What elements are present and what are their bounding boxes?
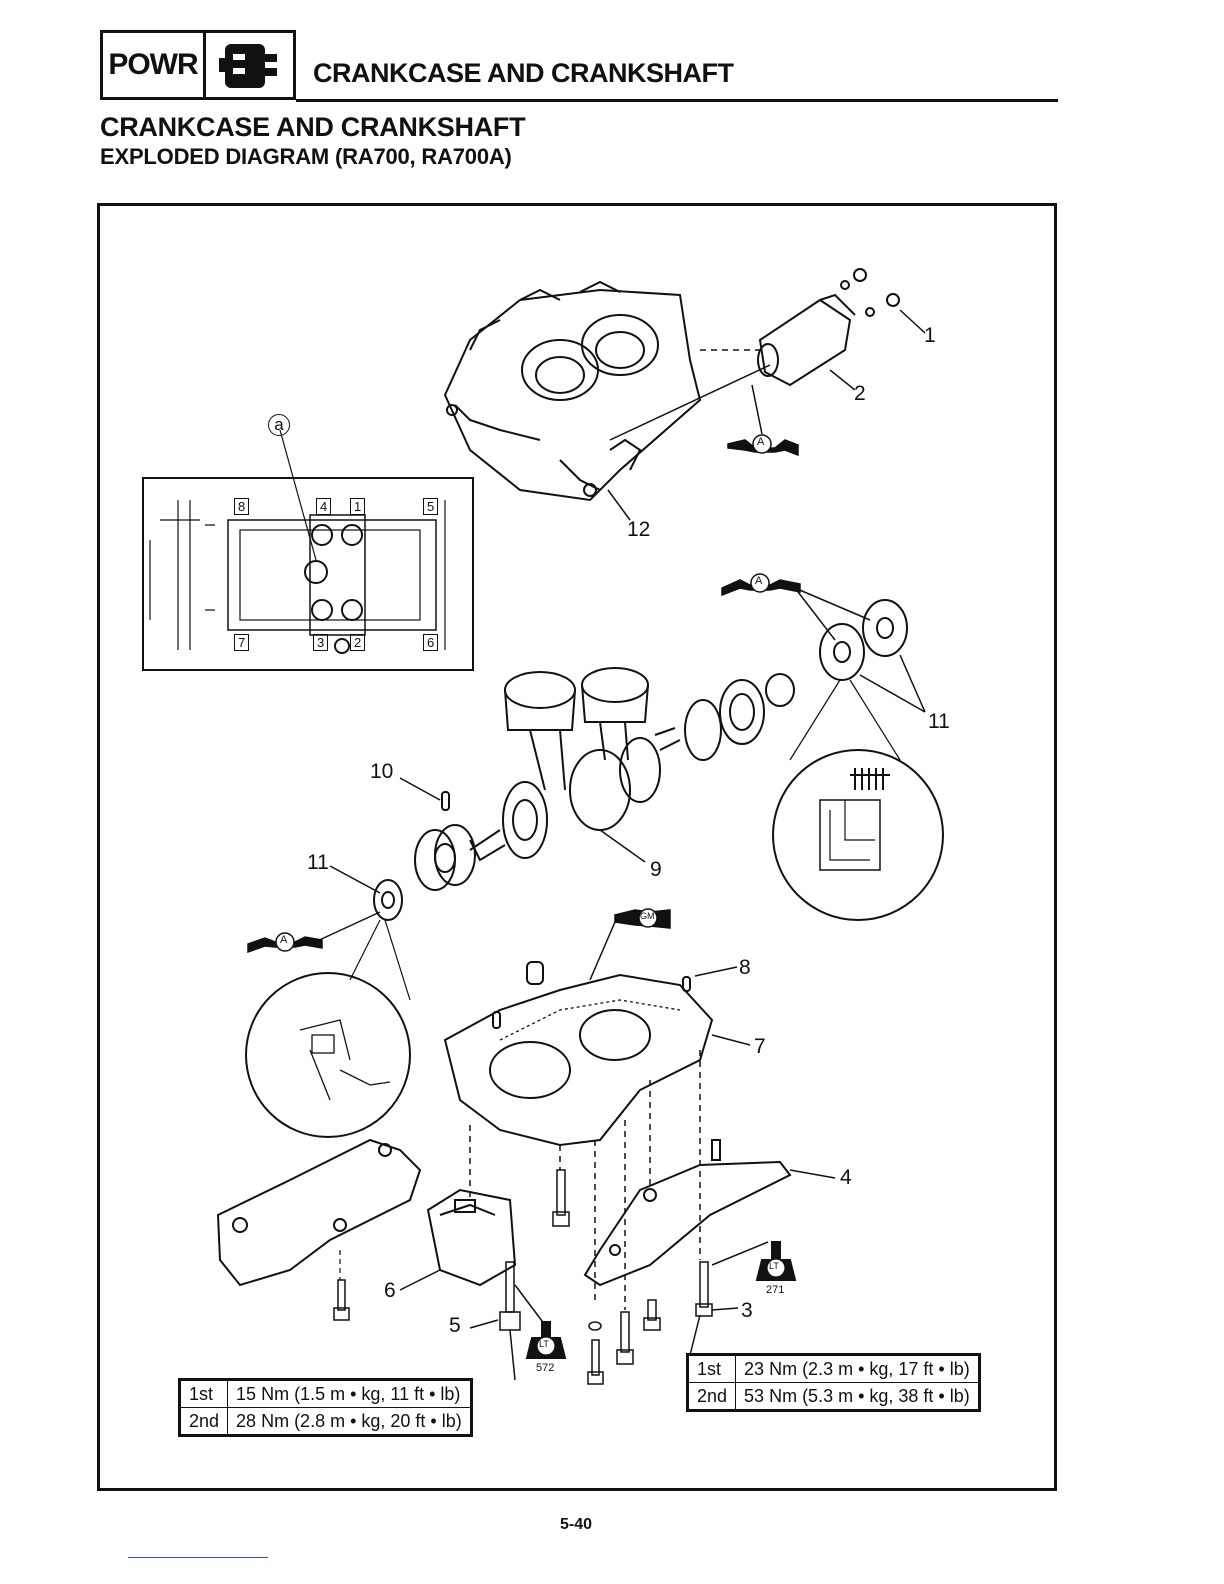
engine-mount-left-drawing xyxy=(216,1138,422,1287)
locktite-code: 572 xyxy=(536,1362,555,1374)
locktite-code: 271 xyxy=(766,1284,785,1296)
torque-table-right: 1st 23 Nm (2.3 m • kg, 17 ft • lb) 2nd 5… xyxy=(686,1353,981,1412)
callout-4: 4 xyxy=(840,1166,852,1189)
table-row: 1st 15 Nm (1.5 m • kg, 11 ft • lb) xyxy=(178,1379,472,1408)
callout-7: 7 xyxy=(754,1035,766,1058)
section-badge: POWR xyxy=(100,30,296,100)
callout-8: 8 xyxy=(739,956,751,979)
callout-11-right: 11 xyxy=(928,710,950,733)
header-divider xyxy=(296,99,1058,102)
grease-gm-icon xyxy=(589,908,671,981)
header-title: CRANKCASE AND CRANKSHAFT xyxy=(313,58,734,88)
exploded-diagram-frame xyxy=(97,203,1057,1491)
torque-step: 2nd xyxy=(686,1382,737,1411)
section-title: CRANKCASE AND CRANKSHAFT xyxy=(100,112,526,142)
callout-9: 9 xyxy=(650,858,662,881)
torque-step: 1st xyxy=(178,1379,229,1408)
callout-11-left: 11 xyxy=(307,851,329,874)
lower-crankcase-drawing xyxy=(443,961,751,1147)
inset-bolt-number: 3 xyxy=(313,634,329,651)
crankshaft-drawing xyxy=(469,667,681,863)
inset-bolt-number: 4 xyxy=(316,498,332,515)
table-row: 1st 23 Nm (2.3 m • kg, 17 ft • lb) xyxy=(686,1354,980,1383)
engine-mount-6-drawing xyxy=(399,1188,517,1291)
callout-6: 6 xyxy=(384,1279,396,1302)
badge-label: POWR xyxy=(103,33,206,97)
footer-link-underline[interactable] xyxy=(128,1557,268,1558)
inset-bolt-number: 2 xyxy=(350,634,366,651)
grease-label: A xyxy=(757,436,765,448)
locktite-symbol: LT xyxy=(539,1339,549,1349)
torque-value: 23 Nm (2.3 m • kg, 17 ft • lb) xyxy=(735,1354,980,1383)
grease-label: A xyxy=(280,934,288,946)
left-bearings-drawing xyxy=(329,824,476,921)
table-row: 2nd 28 Nm (2.8 m • kg, 20 ft • lb) xyxy=(178,1407,472,1436)
page-number: 5-40 xyxy=(560,1516,593,1533)
seal-detail-circle-left xyxy=(245,919,411,1138)
callout-10: 10 xyxy=(370,760,394,783)
upper-crankcase-drawing xyxy=(443,280,702,502)
torque-table-left: 1st 15 Nm (1.5 m • kg, 11 ft • lb) 2nd 2… xyxy=(178,1378,473,1437)
grease-a-icon-3 xyxy=(247,911,381,954)
torque-step: 2nd xyxy=(178,1407,229,1436)
table-row: 2nd 53 Nm (5.3 m • kg, 38 ft • lb) xyxy=(686,1382,980,1411)
inset-bolt-number: 5 xyxy=(423,498,439,515)
engine-icon xyxy=(206,33,293,97)
grease-label: GM xyxy=(640,911,655,921)
engine-mount-right-drawing xyxy=(583,1139,836,1287)
callout-2: 2 xyxy=(854,382,866,405)
grease-label: A xyxy=(755,575,763,587)
torque-value: 53 Nm (5.3 m • kg, 38 ft • lb) xyxy=(735,1382,980,1411)
inset-bolt-number: 7 xyxy=(234,634,250,651)
starter-bolts-drawing xyxy=(840,268,926,334)
right-bearings-drawing xyxy=(684,599,926,761)
tightening-sequence-inset xyxy=(142,429,474,671)
locktite-271-icon xyxy=(755,1241,797,1281)
callout-3: 3 xyxy=(741,1299,753,1322)
mount-bolts-drawing xyxy=(333,1050,769,1385)
inset-bolt-number: 8 xyxy=(234,498,250,515)
inset-bolt-number: 6 xyxy=(423,634,439,651)
starter-motor-drawing xyxy=(609,293,856,441)
section-subtitle: EXPLODED DIAGRAM (RA700, RA700A) xyxy=(100,144,512,169)
grease-a-icon-2 xyxy=(721,573,871,641)
callout-12: 12 xyxy=(627,518,651,541)
locktite-symbol: LT xyxy=(769,1261,779,1271)
torque-value: 28 Nm (2.8 m • kg, 20 ft • lb) xyxy=(227,1407,472,1436)
callout-1: 1 xyxy=(924,324,936,347)
grease-a-icon xyxy=(727,384,799,457)
inset-bolt-number: 1 xyxy=(350,498,366,515)
callout-5: 5 xyxy=(449,1314,461,1337)
torque-step: 1st xyxy=(686,1354,737,1383)
seal-detail-circle-right xyxy=(772,679,944,921)
torque-value: 15 Nm (1.5 m • kg, 11 ft • lb) xyxy=(227,1379,472,1408)
detail-marker-a: a xyxy=(268,414,290,436)
locktite-572-icon xyxy=(525,1321,567,1359)
